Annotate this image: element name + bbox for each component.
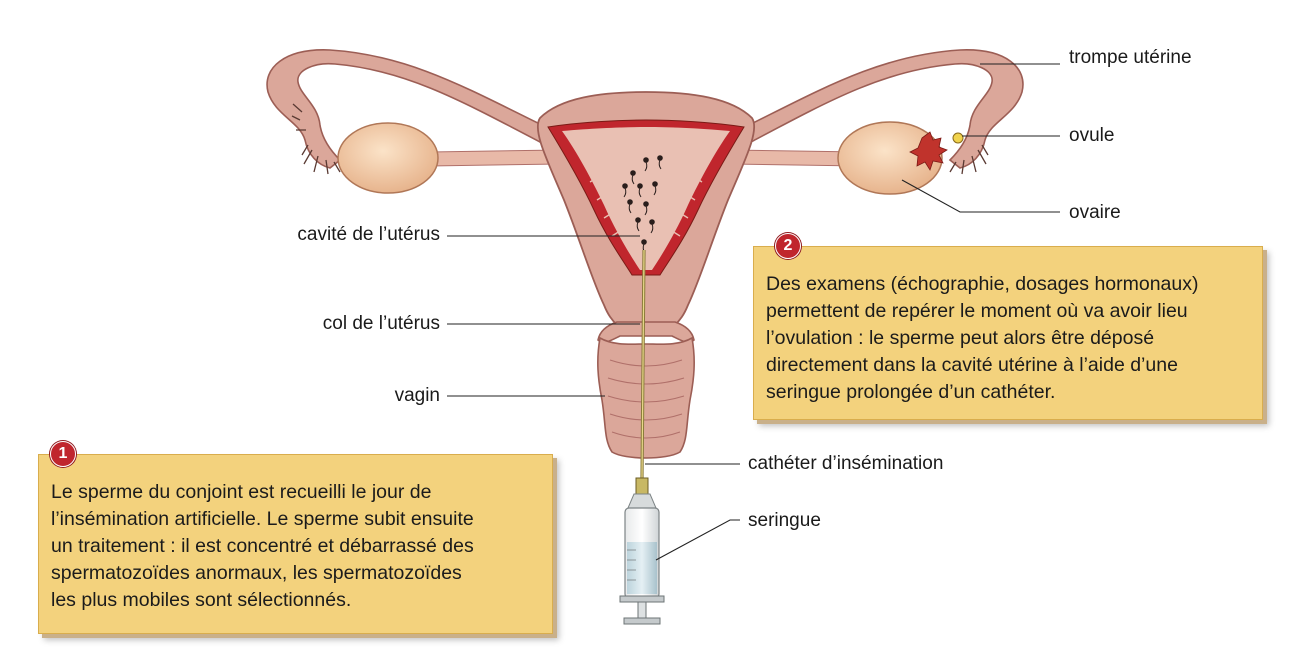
number-badge-2: 2 xyxy=(775,233,801,259)
label-ovaire: ovaire xyxy=(1069,202,1121,224)
info-box-2-line: l’ovulation : le sperme peut alors être … xyxy=(766,325,1252,352)
ovum xyxy=(953,133,963,143)
left-ovary xyxy=(338,123,438,193)
label-vagin: vagin xyxy=(240,385,440,407)
info-box-1-line: les plus mobiles sont sélectionnés. xyxy=(51,587,542,614)
label-cavite-uterus: cavité de l’utérus xyxy=(240,224,440,246)
vagina xyxy=(598,338,694,458)
label-ovule: ovule xyxy=(1069,125,1114,147)
info-box-1-text: Le sperme du conjoint est recueilli le j… xyxy=(51,479,542,614)
info-box-2: Des examens (échographie, dosages hormon… xyxy=(753,246,1263,420)
cervix xyxy=(598,322,694,342)
number-badge-1: 1 xyxy=(50,441,76,467)
info-box-1-line: spermatozoïdes anormaux, les spermatozoï… xyxy=(51,560,542,587)
left-ovarian-ligament xyxy=(430,150,560,166)
info-box-2-line: directement dans la cavité utérine à l’a… xyxy=(766,352,1252,379)
info-box-1-line: l’insémination artificielle. Le sperme s… xyxy=(51,506,542,533)
label-col-uterus: col de l’utérus xyxy=(240,313,440,335)
info-box-1: Le sperme du conjoint est recueilli le j… xyxy=(38,454,553,634)
syringe xyxy=(620,478,664,624)
info-box-2-line: Des examens (échographie, dosages hormon… xyxy=(766,271,1252,298)
label-trompe-uterine: trompe utérine xyxy=(1069,47,1192,69)
info-box-2-line: permettent de repérer le moment où va av… xyxy=(766,298,1252,325)
info-box-1-line: Le sperme du conjoint est recueilli le j… xyxy=(51,479,542,506)
info-box-1-line: un traitement : il est concentré et déba… xyxy=(51,533,542,560)
label-seringue: seringue xyxy=(748,510,821,532)
info-box-2-text: Des examens (échographie, dosages hormon… xyxy=(766,271,1252,406)
label-catheter: cathéter d’insémination xyxy=(748,453,943,475)
info-box-2-line: seringue prolongée d’un cathéter. xyxy=(766,379,1252,406)
